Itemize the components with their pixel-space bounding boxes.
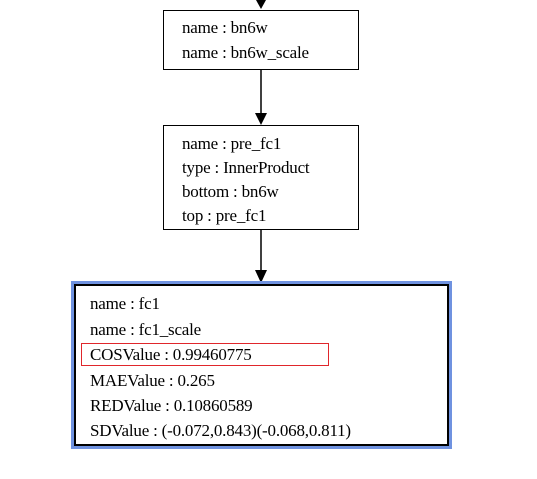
- node-pre-fc1-line-type: type : InnerProduct: [182, 158, 310, 177]
- node-pre-fc1[interactable]: name : pre_fc1 type : InnerProduct botto…: [163, 125, 359, 230]
- node-bn6w[interactable]: name : bn6w name : bn6w_scale: [163, 10, 359, 70]
- node-pre-fc1-line-bottom: bottom : bn6w: [182, 182, 279, 201]
- arrowhead-into-pre-fc1: [255, 113, 267, 125]
- node-bn6w-line-scale: name : bn6w_scale: [182, 43, 309, 62]
- arrowhead-into-fc1: [255, 270, 267, 283]
- arrowhead-into-bn6w: [256, 0, 266, 9]
- cosvalue-highlight-box: [81, 343, 329, 366]
- node-fc1-line-maevalue: MAEValue : 0.265: [90, 371, 215, 390]
- node-fc1-line-redvalue: REDValue : 0.10860589: [90, 396, 253, 415]
- node-fc1-line-scale: name : fc1_scale: [90, 320, 202, 339]
- node-pre-fc1-line-name: name : pre_fc1: [182, 134, 282, 153]
- node-bn6w-line-name: name : bn6w: [182, 18, 268, 37]
- node-fc1-line-sdvalue: SDValue : (-0.072,0.843)(-0.068,0.811): [90, 421, 351, 440]
- node-fc1-line-cosvalue: COSValue : 0.99460775: [90, 345, 252, 364]
- node-fc1[interactable]: name : fc1 name : fc1_scale COSValue : 0…: [71, 281, 452, 449]
- node-fc1-line-name: name : fc1: [90, 294, 160, 313]
- node-pre-fc1-line-top: top : pre_fc1: [182, 206, 267, 225]
